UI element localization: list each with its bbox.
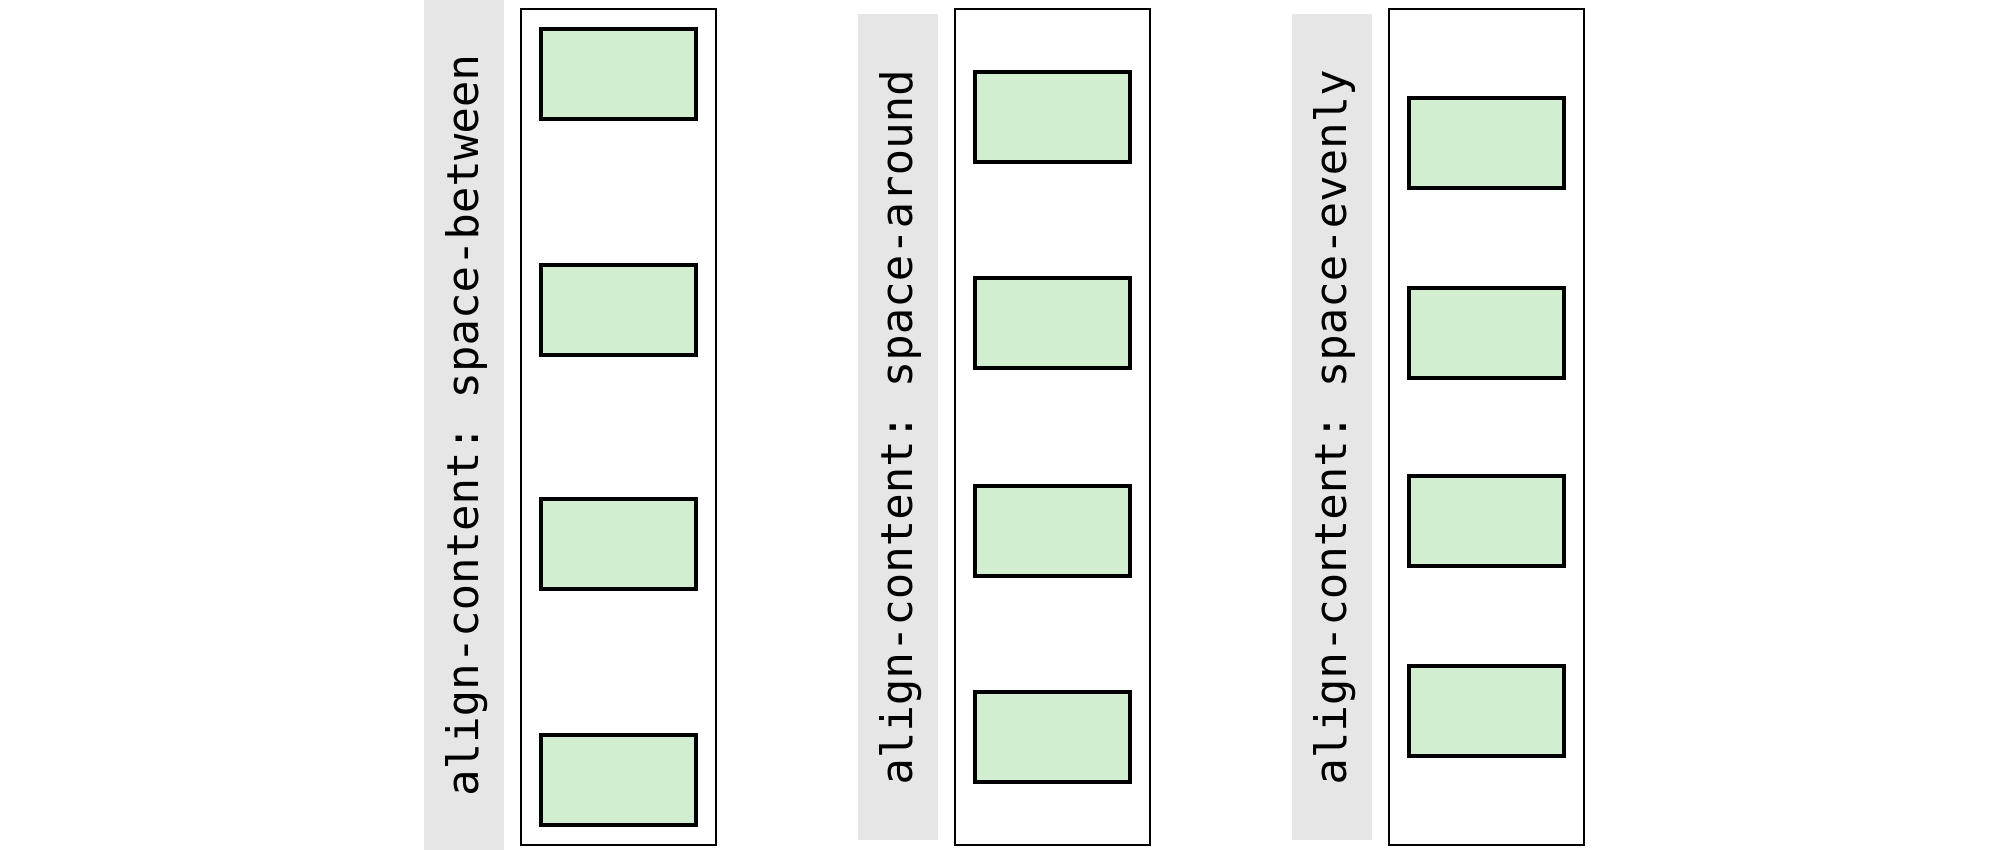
flex-item	[973, 690, 1132, 784]
container-space-around	[954, 8, 1151, 846]
label-text-space-around: align-content: space-around	[872, 69, 923, 785]
label-text-space-evenly: align-content: space-evenly	[1306, 69, 1357, 785]
flex-item	[1407, 474, 1566, 568]
container-space-between	[520, 8, 717, 846]
flex-item	[1407, 664, 1566, 758]
flex-item	[539, 27, 698, 121]
label-space-between: align-content: space-between	[424, 0, 504, 850]
flex-item	[973, 484, 1132, 578]
label-space-evenly: align-content: space-evenly	[1292, 14, 1372, 840]
container-space-evenly	[1388, 8, 1585, 846]
flex-item	[539, 263, 698, 357]
flex-item	[973, 276, 1132, 370]
label-space-around: align-content: space-around	[858, 14, 938, 840]
flex-item	[539, 733, 698, 827]
flex-item	[1407, 96, 1566, 190]
flex-item	[539, 497, 698, 591]
flex-item	[1407, 286, 1566, 380]
label-text-space-between: align-content: space-between	[438, 54, 489, 796]
flex-item	[973, 70, 1132, 164]
